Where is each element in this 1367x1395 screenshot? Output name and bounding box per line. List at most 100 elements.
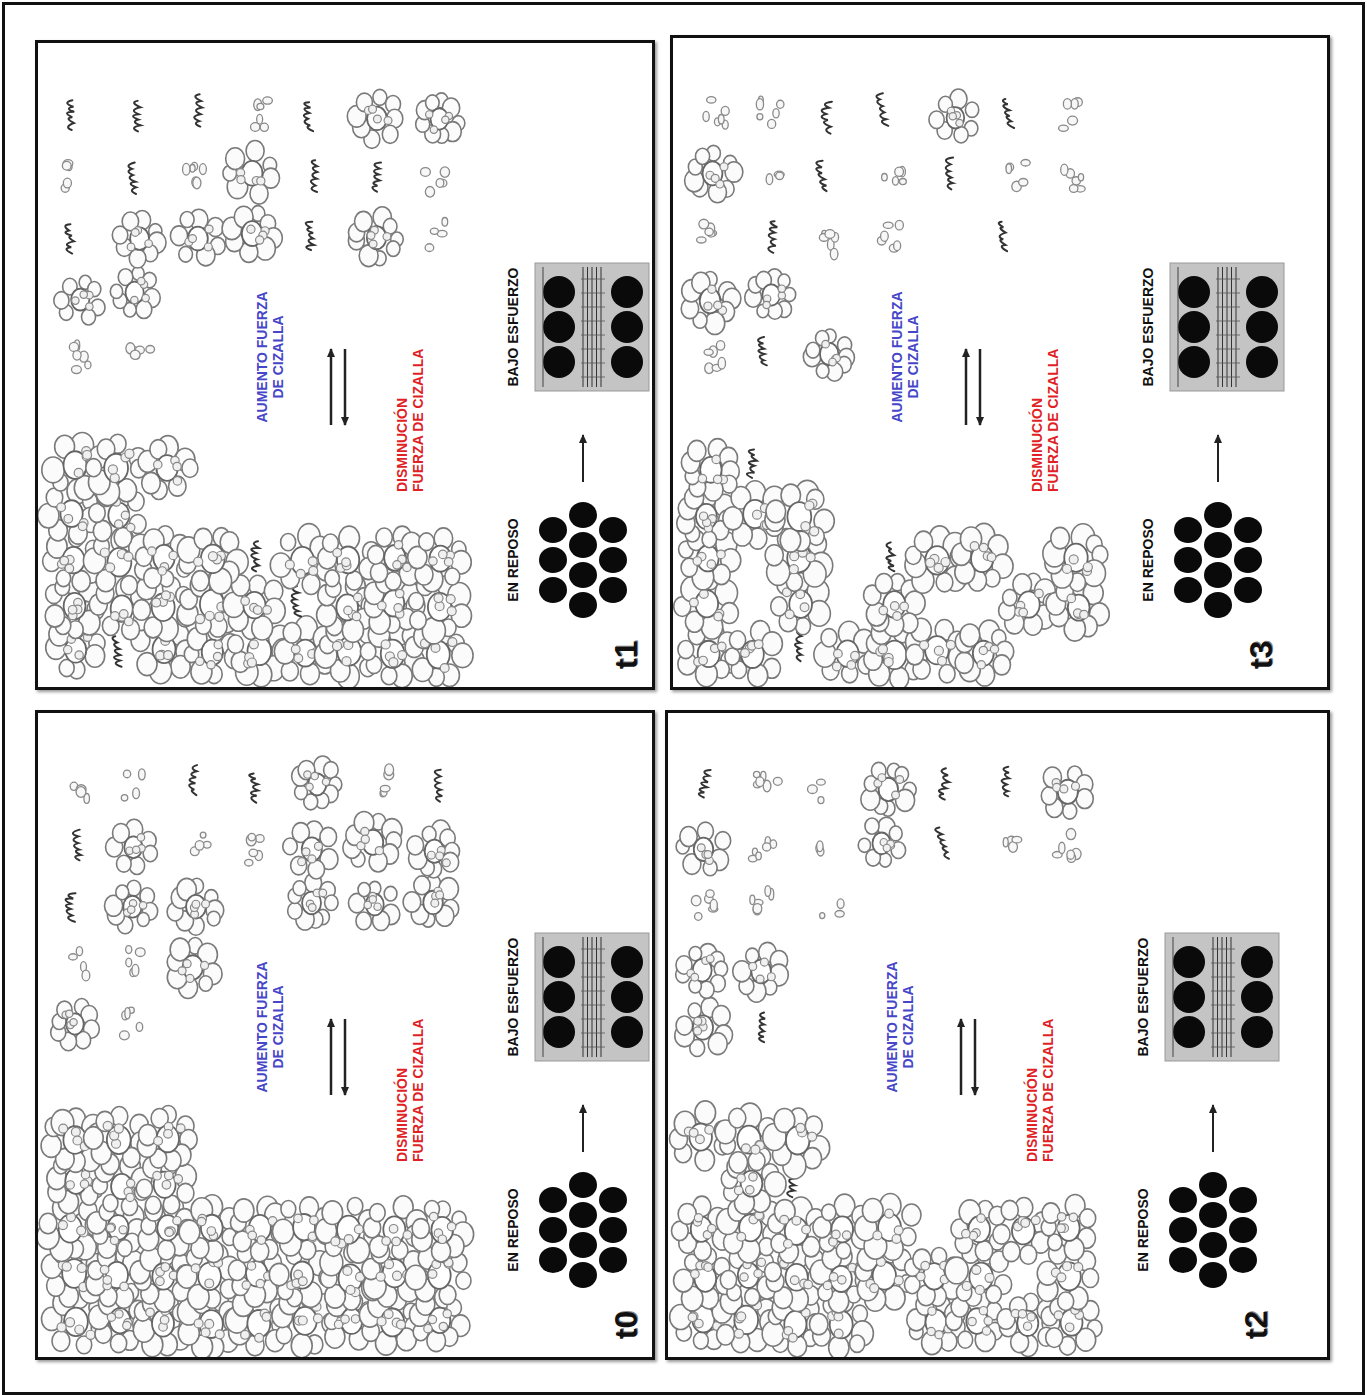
polymer-chain (251, 541, 259, 571)
aligned-particles (1170, 263, 1284, 391)
floc (681, 439, 739, 501)
floc (106, 819, 158, 874)
state-label: EN REPOSO (505, 518, 521, 601)
floc (1043, 524, 1108, 592)
state-label: BAJO ESFUERZO (505, 937, 521, 1056)
small-particles (121, 769, 145, 801)
polymer-chain (291, 586, 301, 617)
shear-increase-label: AUMENTO FUERZA DE CIZALLA (884, 957, 916, 1097)
polymer-chain (699, 770, 711, 798)
small-particles (808, 779, 826, 803)
polymer-chain (66, 893, 76, 921)
polymer-chain (133, 101, 141, 132)
floc (858, 817, 905, 867)
floc (765, 480, 834, 552)
state-label: BAJO ESFUERZO (1140, 267, 1156, 386)
polymer-chain (747, 449, 757, 477)
small-particles (126, 946, 145, 977)
shear-increase-label: AUMENTO FUERZA DE CIZALLA (889, 287, 921, 427)
small-particles (190, 832, 211, 856)
small-particles (816, 841, 824, 856)
small-particles (1059, 98, 1083, 132)
polymer-chain (311, 160, 317, 192)
rest-particles (539, 502, 627, 618)
small-particles (70, 782, 89, 803)
time-label: t1 (608, 641, 645, 669)
rotated-content: AUMENTO FUERZA DE CIZALLADISMINUCIÓN FUE… (38, 713, 652, 1357)
floc (814, 621, 875, 683)
floc (945, 1240, 1012, 1306)
small-particles (126, 343, 155, 360)
time-label: t0 (608, 1311, 645, 1339)
state-label: EN REPOSO (1135, 1188, 1151, 1271)
panel-illustration (38, 713, 652, 1357)
floc (167, 938, 222, 999)
small-particles (380, 764, 394, 797)
time-label: t2 (1238, 1311, 1275, 1339)
polymer-chain (816, 161, 826, 191)
time-panel: AUMENTO FUERZA DE CIZALLA DISMINUCIÓN FUE… (665, 710, 1330, 1360)
floc (138, 436, 198, 500)
aligned-particles (535, 933, 649, 1061)
small-particles (61, 160, 73, 193)
small-particles (1052, 829, 1081, 863)
floc (763, 1108, 830, 1179)
floc (685, 145, 743, 202)
rest-particles (1174, 502, 1262, 618)
floc (104, 880, 157, 933)
polymer-chain (1003, 99, 1014, 128)
floc (292, 756, 342, 810)
floc (283, 821, 338, 879)
floc (167, 878, 224, 935)
shear-decrease-label: DISMINUCIÓN FUERZA DE CIZALLA (1024, 1012, 1056, 1162)
polymer-chain (113, 636, 122, 666)
small-particles (1003, 836, 1022, 852)
time-panel: AUMENTO FUERZA DE CIZALLADISMINUCIÓN FUE… (670, 35, 1330, 690)
polymer-chain (128, 162, 136, 194)
small-particles (183, 162, 207, 188)
floc (87, 1194, 147, 1258)
floc (725, 621, 783, 687)
rest-particles (1169, 1172, 1257, 1288)
floc (407, 820, 460, 878)
polymer-chain (67, 100, 74, 130)
floc (412, 1200, 474, 1262)
floc (408, 528, 472, 592)
floc (855, 1193, 921, 1260)
shear-increase-label: AUMENTO FUERZA DE CIZALLA (254, 287, 286, 427)
floc (861, 762, 916, 816)
polymer-chain (194, 94, 202, 126)
floc (676, 822, 731, 876)
polymer-chain (876, 93, 888, 126)
small-particles (69, 340, 91, 374)
polymer-chain (1002, 767, 1010, 797)
polymer-chain (935, 827, 949, 858)
time-panel: AUMENTO FUERZA DE CIZALLA DISMINUCIÓN FUE… (35, 40, 655, 690)
floc (222, 206, 282, 263)
shear-decrease-label: DISMINUCIÓN FUERZA DE CIZALLA (394, 1012, 426, 1162)
floc (83, 527, 152, 595)
panel-illustration (673, 38, 1327, 687)
floc (733, 942, 789, 1002)
floc (955, 620, 1014, 686)
floc (177, 528, 248, 594)
floc (137, 1106, 197, 1171)
small-particles (425, 218, 448, 252)
floc (343, 812, 402, 872)
state-label: BAJO ESFUERZO (1135, 937, 1151, 1056)
shear-decrease-label: DISMINUCIÓN FUERZA DE CIZALLA (394, 342, 426, 492)
time-label: t3 (1243, 641, 1280, 669)
floc (403, 875, 459, 927)
polymer-chain (822, 102, 832, 134)
floc (223, 141, 280, 205)
shear-arrows (966, 349, 980, 425)
polymer-chain (372, 163, 381, 192)
floc (348, 207, 403, 267)
polymer-chain (768, 221, 777, 253)
floc (348, 881, 399, 930)
dispersed-flocs (681, 89, 1085, 381)
small-particles (753, 771, 782, 792)
small-particles (420, 167, 449, 197)
rest-particles (539, 1172, 627, 1288)
small-particles (877, 220, 903, 252)
